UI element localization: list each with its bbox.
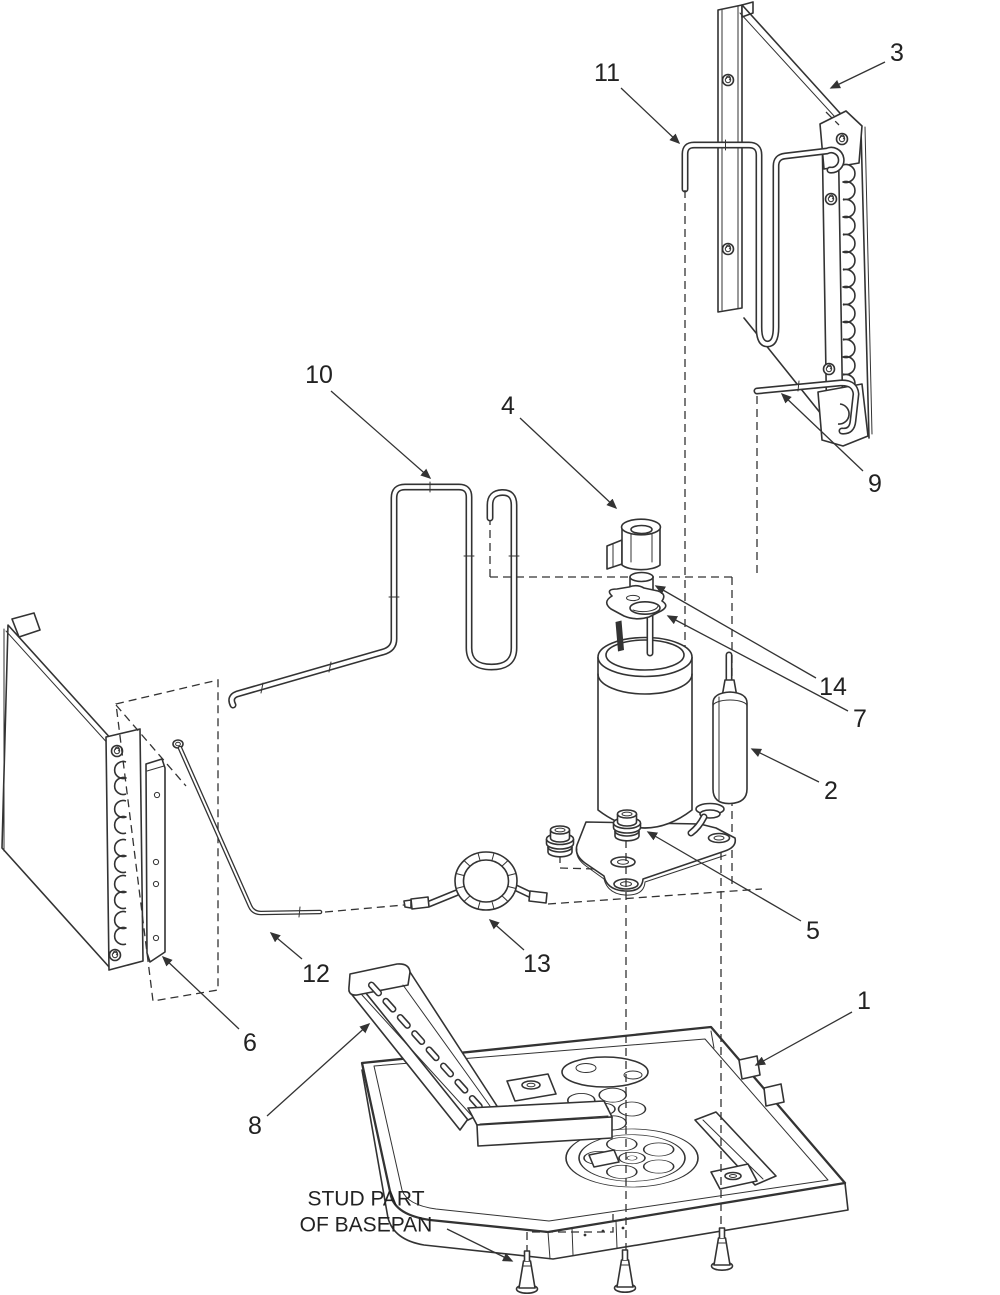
construction-lines: [115, 190, 763, 1002]
leader-line: [519, 417, 618, 510]
stud-alignment-lines: [526, 840, 722, 1253]
callout-label: 6: [243, 1029, 257, 1057]
callout-label: 5: [806, 917, 820, 945]
compressor-mounting-plate: [575, 821, 737, 896]
leader-line: [750, 748, 820, 783]
condenser-tube-part-9: [753, 379, 860, 435]
leader-line: [646, 831, 802, 922]
thermistor-coil-part-13: [403, 851, 548, 911]
callout-label: 3: [890, 39, 904, 67]
stud-note: STUD PART OF BASEPAN: [300, 1188, 514, 1262]
callout-12: 12: [269, 932, 330, 988]
stud: [613, 1249, 637, 1293]
callout-label: 12: [302, 960, 330, 988]
callout-label: 11: [594, 59, 620, 87]
callout-label: 10: [305, 361, 333, 389]
leader-line: [654, 585, 817, 679]
callout-label: 14: [819, 673, 847, 701]
callout-label: 4: [501, 392, 515, 420]
capillary-tube-part-12: [172, 739, 323, 918]
stud-note-arrow: [446, 1228, 514, 1262]
condenser-coil-part-3: [717, 1, 873, 447]
leader-line: [754, 1011, 853, 1066]
leader-line: [269, 932, 303, 960]
callout-label: 9: [868, 470, 882, 498]
overload-protector-part-4: [606, 518, 662, 571]
leader-line: [829, 61, 886, 89]
stud-note-line1: STUD PART: [307, 1188, 424, 1211]
stud: [710, 1227, 734, 1271]
callout-label: 8: [248, 1112, 262, 1140]
callout-9: 9: [780, 392, 882, 498]
callout-3: 3: [829, 39, 904, 89]
condenser-tube-part-11: [681, 139, 845, 348]
callout-label: 2: [824, 777, 838, 805]
callout-8: 8: [248, 1022, 371, 1140]
terminal-gasket-part-14: [605, 584, 667, 620]
basepan-studs: [515, 1227, 734, 1294]
callout-14: 14: [654, 585, 847, 701]
callout-label: 7: [853, 705, 867, 733]
callout-4: 4: [501, 392, 618, 510]
callout-label: 1: [857, 987, 871, 1015]
callout-label: 13: [523, 950, 551, 978]
compressor-assembly: [545, 518, 748, 896]
evaporator-coil-part-6: [1, 612, 166, 971]
callout-6: 6: [161, 955, 257, 1057]
stud: [515, 1250, 539, 1294]
fan-ring-lower: [565, 1128, 699, 1188]
compressor-body: [597, 604, 693, 829]
alignment-dash: [825, 111, 840, 126]
callout-5: 5: [646, 831, 820, 945]
partition-rail-part-8: [348, 963, 613, 1147]
leader-line: [330, 390, 432, 479]
callout-7: 7: [666, 615, 867, 733]
callout-10: 10: [305, 361, 432, 479]
leader-line: [780, 392, 864, 472]
leader-line: [266, 1022, 371, 1117]
leader-line: [620, 87, 681, 145]
callout-11: 11: [594, 59, 681, 145]
filter-drier-part-2: [687, 651, 748, 837]
callout-1: 1: [754, 987, 871, 1066]
callout-13: 13: [488, 919, 551, 978]
leader-line: [666, 615, 849, 712]
leader-line: [161, 955, 240, 1030]
callout-2: 2: [750, 748, 838, 805]
stud-note-line2: OF BASEPAN: [300, 1214, 433, 1237]
discharge-tube-part-10: [228, 481, 520, 709]
leader-line: [488, 919, 525, 951]
